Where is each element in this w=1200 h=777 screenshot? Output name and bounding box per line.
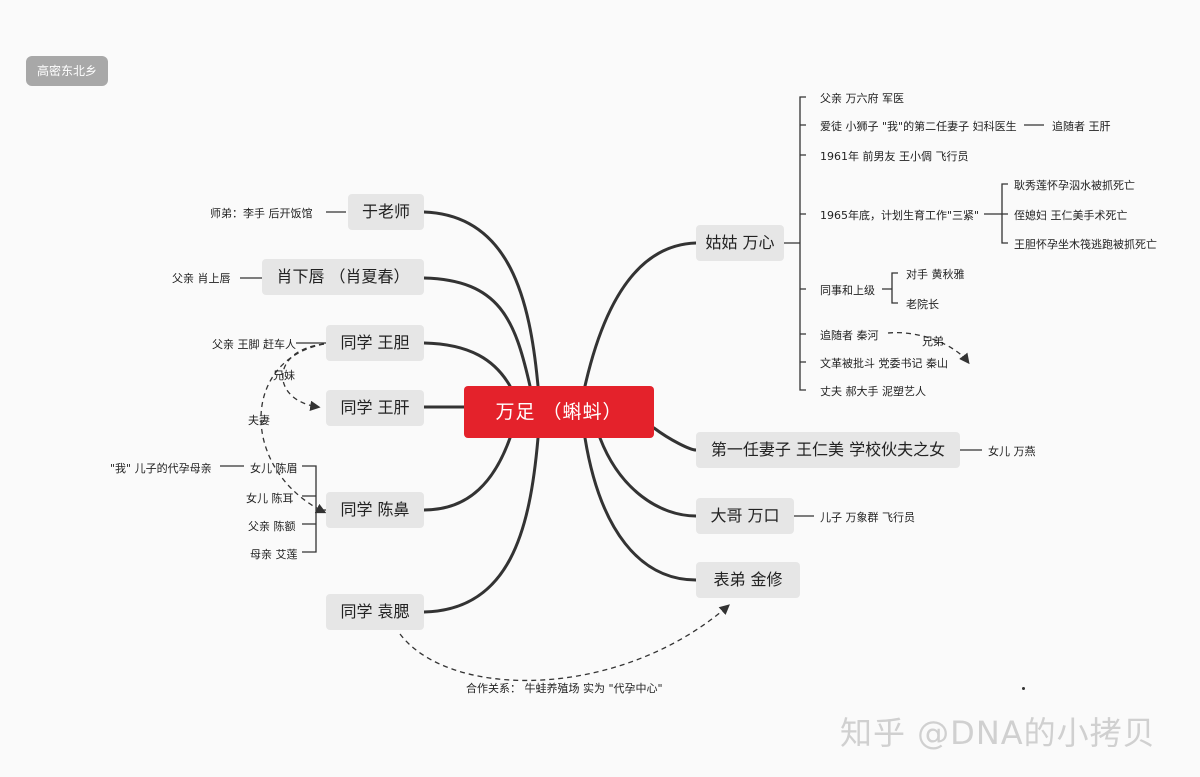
node-yu[interactable]: 于老师 (348, 194, 424, 230)
couple-label: 夫妻 (248, 414, 270, 427)
chenbi-child-1: 女儿 陈眉 (250, 462, 298, 475)
dash-brothers (887, 331, 970, 365)
bracket-chenbi (302, 465, 326, 553)
case-2: 侄媳妇 王仁美手术死亡 (1014, 209, 1128, 222)
gugu-ex-boyfriend: 1961年 前男友 王小倜 飞行员 (820, 150, 969, 163)
first-wife-child: 女儿 万燕 (988, 445, 1036, 458)
chenbi-child-3: 父亲 陈额 (248, 520, 296, 533)
center-node[interactable]: 万足 （蝌蚪） (464, 386, 654, 438)
node-xiao[interactable]: 肖下唇 （肖夏春） (262, 259, 424, 295)
big-brother-child: 儿子 万象群 飞行员 (820, 511, 915, 524)
edge-cousin (583, 436, 698, 582)
edge-big-brother (598, 436, 698, 518)
edge-chenbi (422, 436, 512, 512)
gugu-cultural-rev: 文革被批斗 党委书记 秦山 (820, 357, 948, 370)
brothers-label: 兄弟 (922, 335, 944, 348)
edge-xiao (422, 276, 532, 388)
bracket-1965 (984, 183, 1008, 244)
wangdan-detail: 父亲 王脚 赶车人 (212, 338, 296, 351)
gugu-disciple: 爱徒 小狮子 "我"的第二任妻子 妇科医生 (820, 120, 1017, 133)
gugu-father: 父亲 万六府 军医 (820, 92, 904, 105)
node-gugu[interactable]: 姑姑 万心 (696, 225, 784, 261)
node-big-brother[interactable]: 大哥 万口 (696, 498, 794, 534)
edge-yuansai (422, 436, 540, 614)
dash-couple (260, 343, 327, 514)
dash-siblings (282, 343, 325, 412)
case-1: 耿秀莲怀孕泅水被抓死亡 (1014, 179, 1135, 192)
case-3: 王胆怀孕坐木筏逃跑被抓死亡 (1014, 238, 1157, 251)
bracket-colleagues (882, 272, 898, 304)
dash-cooperation (399, 604, 730, 682)
stray-dot (1022, 687, 1025, 690)
chenbi-child-4: 母亲 艾莲 (250, 548, 298, 561)
edge-first-wife (652, 426, 698, 452)
watermark: 知乎 @DNA的小拷贝 (840, 714, 1156, 752)
gugu-old-dean: 老院长 (906, 298, 939, 311)
gugu-1965: 1965年底，计划生育工作"三紧" (820, 209, 980, 222)
surrogate-note: "我" 儿子的代孕母亲 (110, 462, 212, 475)
node-chenbi[interactable]: 同学 陈鼻 (326, 492, 424, 528)
bracket-gugu (784, 96, 806, 391)
xiao-detail: 父亲 肖上唇 (172, 272, 231, 285)
node-yuansai[interactable]: 同学 袁腮 (326, 594, 424, 630)
edge-wangdan (422, 341, 512, 388)
gugu-husband: 丈夫 郝大手 泥塑艺人 (820, 385, 926, 398)
gugu-rival: 对手 黄秋雅 (906, 268, 965, 281)
node-wangdan[interactable]: 同学 王胆 (326, 325, 424, 361)
chenbi-child-2: 女儿 陈耳 (246, 492, 294, 505)
gugu-follower-wanggan: 追随者 王肝 (1052, 120, 1111, 133)
gugu-follower-qinhe: 追随者 秦河 (820, 329, 879, 342)
region-tag: 高密东北乡 (26, 56, 108, 86)
edge-gugu (583, 241, 698, 388)
node-wanggan[interactable]: 同学 王肝 (326, 390, 424, 426)
gugu-colleagues: 同事和上级 (820, 284, 875, 297)
cooperation-label: 合作关系： 牛蛙养殖场 实为 "代孕中心" (466, 682, 663, 695)
yu-detail: 师弟：李手 后开饭馆 (210, 207, 313, 220)
edge-yu (422, 210, 540, 388)
siblings-label: 兄妹 (273, 369, 295, 382)
node-first-wife[interactable]: 第一任妻子 王仁美 学校伙夫之女 (696, 432, 960, 468)
node-cousin[interactable]: 表弟 金修 (696, 562, 800, 598)
